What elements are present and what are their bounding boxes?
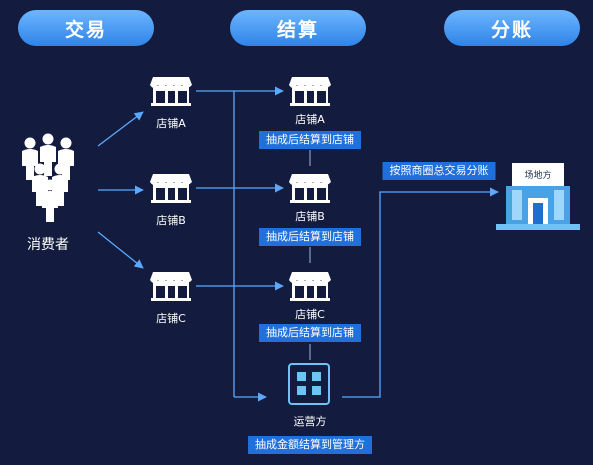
operator-tag: 抽成金额结算到管理方 [248,436,372,454]
settle-tag-c: 抽成后结算到店铺 [259,324,361,342]
store-c-mid-label: 店铺C [295,308,325,321]
consumers-icon [22,133,74,222]
store-a-left-icon [150,77,192,106]
consumer-label: 消费者 [27,237,69,253]
split-tag: 按照商圈总交易分账 [382,162,496,180]
header-split: 分账 [444,10,580,46]
venue-building-icon [496,163,580,230]
header-settle: 结算 [230,10,366,46]
venue-label: 场地方 [524,171,552,181]
arrow-to-store-a [97,111,144,147]
store-b-mid-label: 店铺B [295,210,325,223]
store-a-mid-icon [289,77,331,106]
arrow-to-store-c [97,231,144,269]
operator-building-icon [288,363,330,405]
store-a-left-label: 店铺A [156,117,186,130]
store-c-left-icon [150,272,192,301]
arrow-to-venue [342,187,499,398]
header-trade: 交易 [18,10,154,46]
store-c-left-label: 店铺C [156,312,186,325]
store-b-left-label: 店铺B [156,214,186,227]
operator-label: 运营方 [293,415,327,428]
store-c-mid-icon [289,272,331,301]
store-b-left-icon [150,174,192,203]
store-b-mid-icon [289,174,331,203]
settle-tag-b: 抽成后结算到店铺 [259,228,361,246]
store-a-mid-label: 店铺A [295,113,325,126]
settle-tag-a: 抽成后结算到店铺 [259,131,361,149]
